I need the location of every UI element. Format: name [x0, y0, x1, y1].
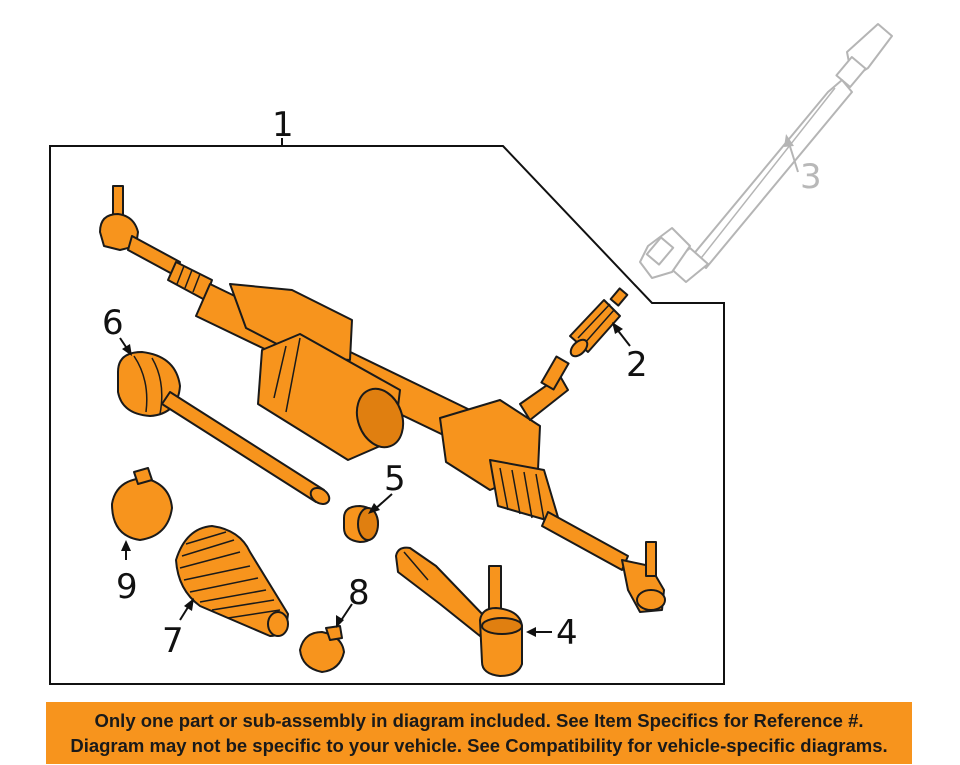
small-clamp [299, 625, 345, 673]
callout-3: 3 [800, 157, 822, 197]
steering-rack-assembly [99, 185, 666, 613]
callout-3-arrow [784, 134, 794, 147]
assembly-frame [49, 145, 725, 685]
disclaimer-line-2: Diagram may not be specific to your vehi… [70, 735, 888, 756]
callout-4-arrow [526, 627, 536, 637]
callout-7-arrow [184, 598, 194, 611]
callout-4: 4 [556, 613, 578, 653]
outer-tie-rod-end [395, 546, 523, 677]
callout-6: 6 [102, 303, 124, 343]
callout-5: 5 [384, 459, 406, 499]
callout-8-arrow [336, 615, 344, 628]
callout-7: 7 [162, 621, 184, 661]
intermediate-shaft [639, 23, 893, 283]
callout-2-arrow [612, 322, 623, 334]
rack-boot [175, 525, 289, 637]
callout-9: 9 [116, 567, 138, 607]
disclaimer-line-1: Only one part or sub-assembly in diagram… [94, 710, 864, 731]
disclaimer-banner: Only one part or sub-assembly in diagram… [46, 702, 912, 764]
input-valve [569, 287, 629, 358]
callout-5-arrow [368, 503, 380, 514]
callout-9-arrow [121, 540, 131, 551]
inner-tie-rod [117, 351, 331, 505]
boot-clamp [111, 467, 173, 541]
bushing [343, 505, 379, 543]
callout-6-arrow [122, 344, 132, 356]
callout-2: 2 [626, 345, 648, 385]
callout-8: 8 [348, 573, 370, 613]
callout-1: 1 [272, 105, 294, 145]
